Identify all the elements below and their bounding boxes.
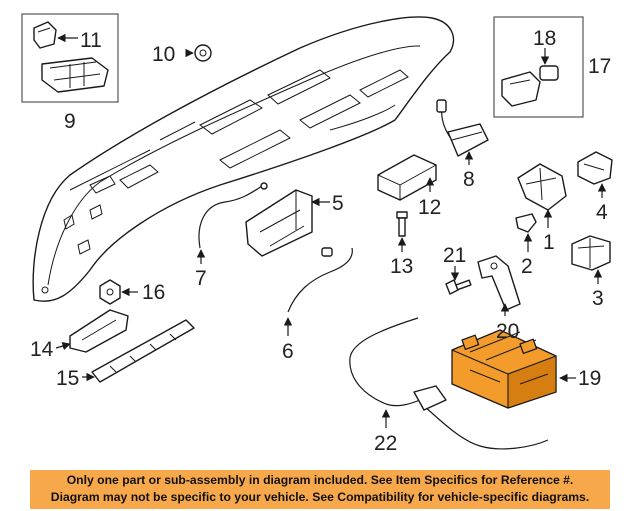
inset-box-17 [493,16,584,118]
callout-2: 2 [521,255,533,278]
part-3-actuator [571,235,611,284]
trunk-lid-panel [32,16,455,302]
callout-12: 12 [418,196,441,219]
disclaimer-line-1: Only one part or sub-assembly in diagram… [66,473,574,487]
callout-7: 7 [195,267,207,290]
part-16-nut [99,279,138,305]
callout-5: 5 [332,192,344,215]
disclaimer-banner: Only one part or sub-assembly in diagram… [30,470,610,509]
part-10-clip [185,44,212,62]
callout-3: 3 [592,287,604,310]
part-18-bulb [539,65,559,81]
callout-1: 1 [543,231,555,254]
part-9-handle-housing [41,57,109,93]
callout-15: 15 [56,367,79,390]
part-4-bracket [577,151,613,198]
part-8-switch [436,99,489,165]
part-7-cable [196,182,268,264]
part-15-bar [82,319,195,383]
callout-20: 20 [496,320,519,343]
callout-6: 6 [282,340,294,363]
part-19-control-module [451,329,576,409]
callout-9: 9 [64,110,76,133]
callout-21: 21 [443,244,466,267]
part-12-block [377,154,437,201]
callout-13: 13 [390,255,413,278]
part-17-lamp-housing [501,71,541,107]
part-6-wire [283,247,353,336]
callout-4: 4 [596,201,608,224]
part-14-hinge [55,309,129,353]
part-13-bolt [396,211,408,252]
callout-17: 17 [588,55,611,78]
callout-19: 19 [578,367,601,390]
callout-8: 8 [463,168,475,191]
callout-14: 14 [30,338,54,361]
part-1-latch [517,163,567,228]
callout-16: 16 [142,281,165,304]
callout-11: 11 [80,29,102,52]
part-22-harness [349,317,549,450]
disclaimer-line-2: Diagram may not be specific to your vehi… [50,490,590,504]
part-11-handle-switch [33,21,57,49]
callout-22: 22 [374,432,397,455]
callout-10: 10 [152,43,175,66]
callout-labels: 1 2 3 4 5 6 7 8 9 10 11 12 13 14 15 16 1… [30,27,611,455]
part-21-bolt [445,266,472,295]
part-20-bracket [477,255,521,316]
inset-box-9 [21,13,119,103]
callout-18: 18 [533,27,556,50]
part-5-cover [245,189,330,257]
part-2-clip [515,213,537,252]
